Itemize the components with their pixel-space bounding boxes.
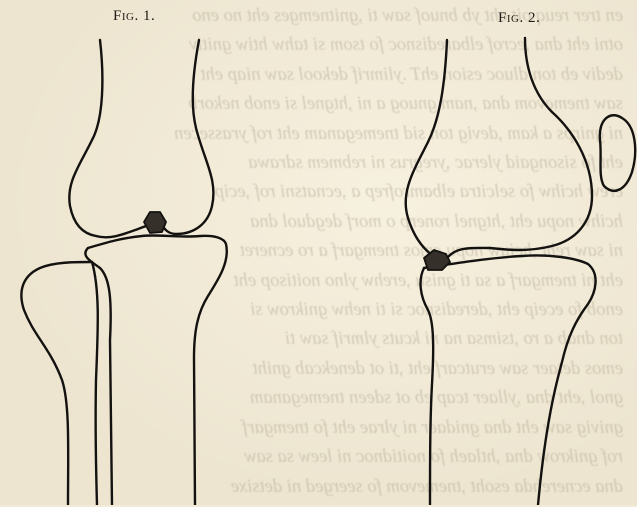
fig1-femur-left-edge xyxy=(69,40,102,236)
fig2-tibia-left-edge xyxy=(421,268,434,505)
figure-1-drawing xyxy=(21,40,226,505)
fig1-tibia-left-edge xyxy=(88,235,227,505)
fig1-femur-right-edge xyxy=(160,40,213,234)
fig2-femur-right-edge xyxy=(490,38,592,250)
fig1-bone-fragment xyxy=(144,212,166,233)
fig1-tibia-medial-edge xyxy=(85,248,112,505)
figure-2-drawing xyxy=(406,38,636,505)
fig2-femur-left-edge xyxy=(406,40,447,262)
fig1-fibula-inner xyxy=(92,262,98,505)
fig2-patella xyxy=(600,115,635,191)
fig2-tibia-plateau xyxy=(424,255,596,505)
fig1-fibula xyxy=(21,262,92,505)
